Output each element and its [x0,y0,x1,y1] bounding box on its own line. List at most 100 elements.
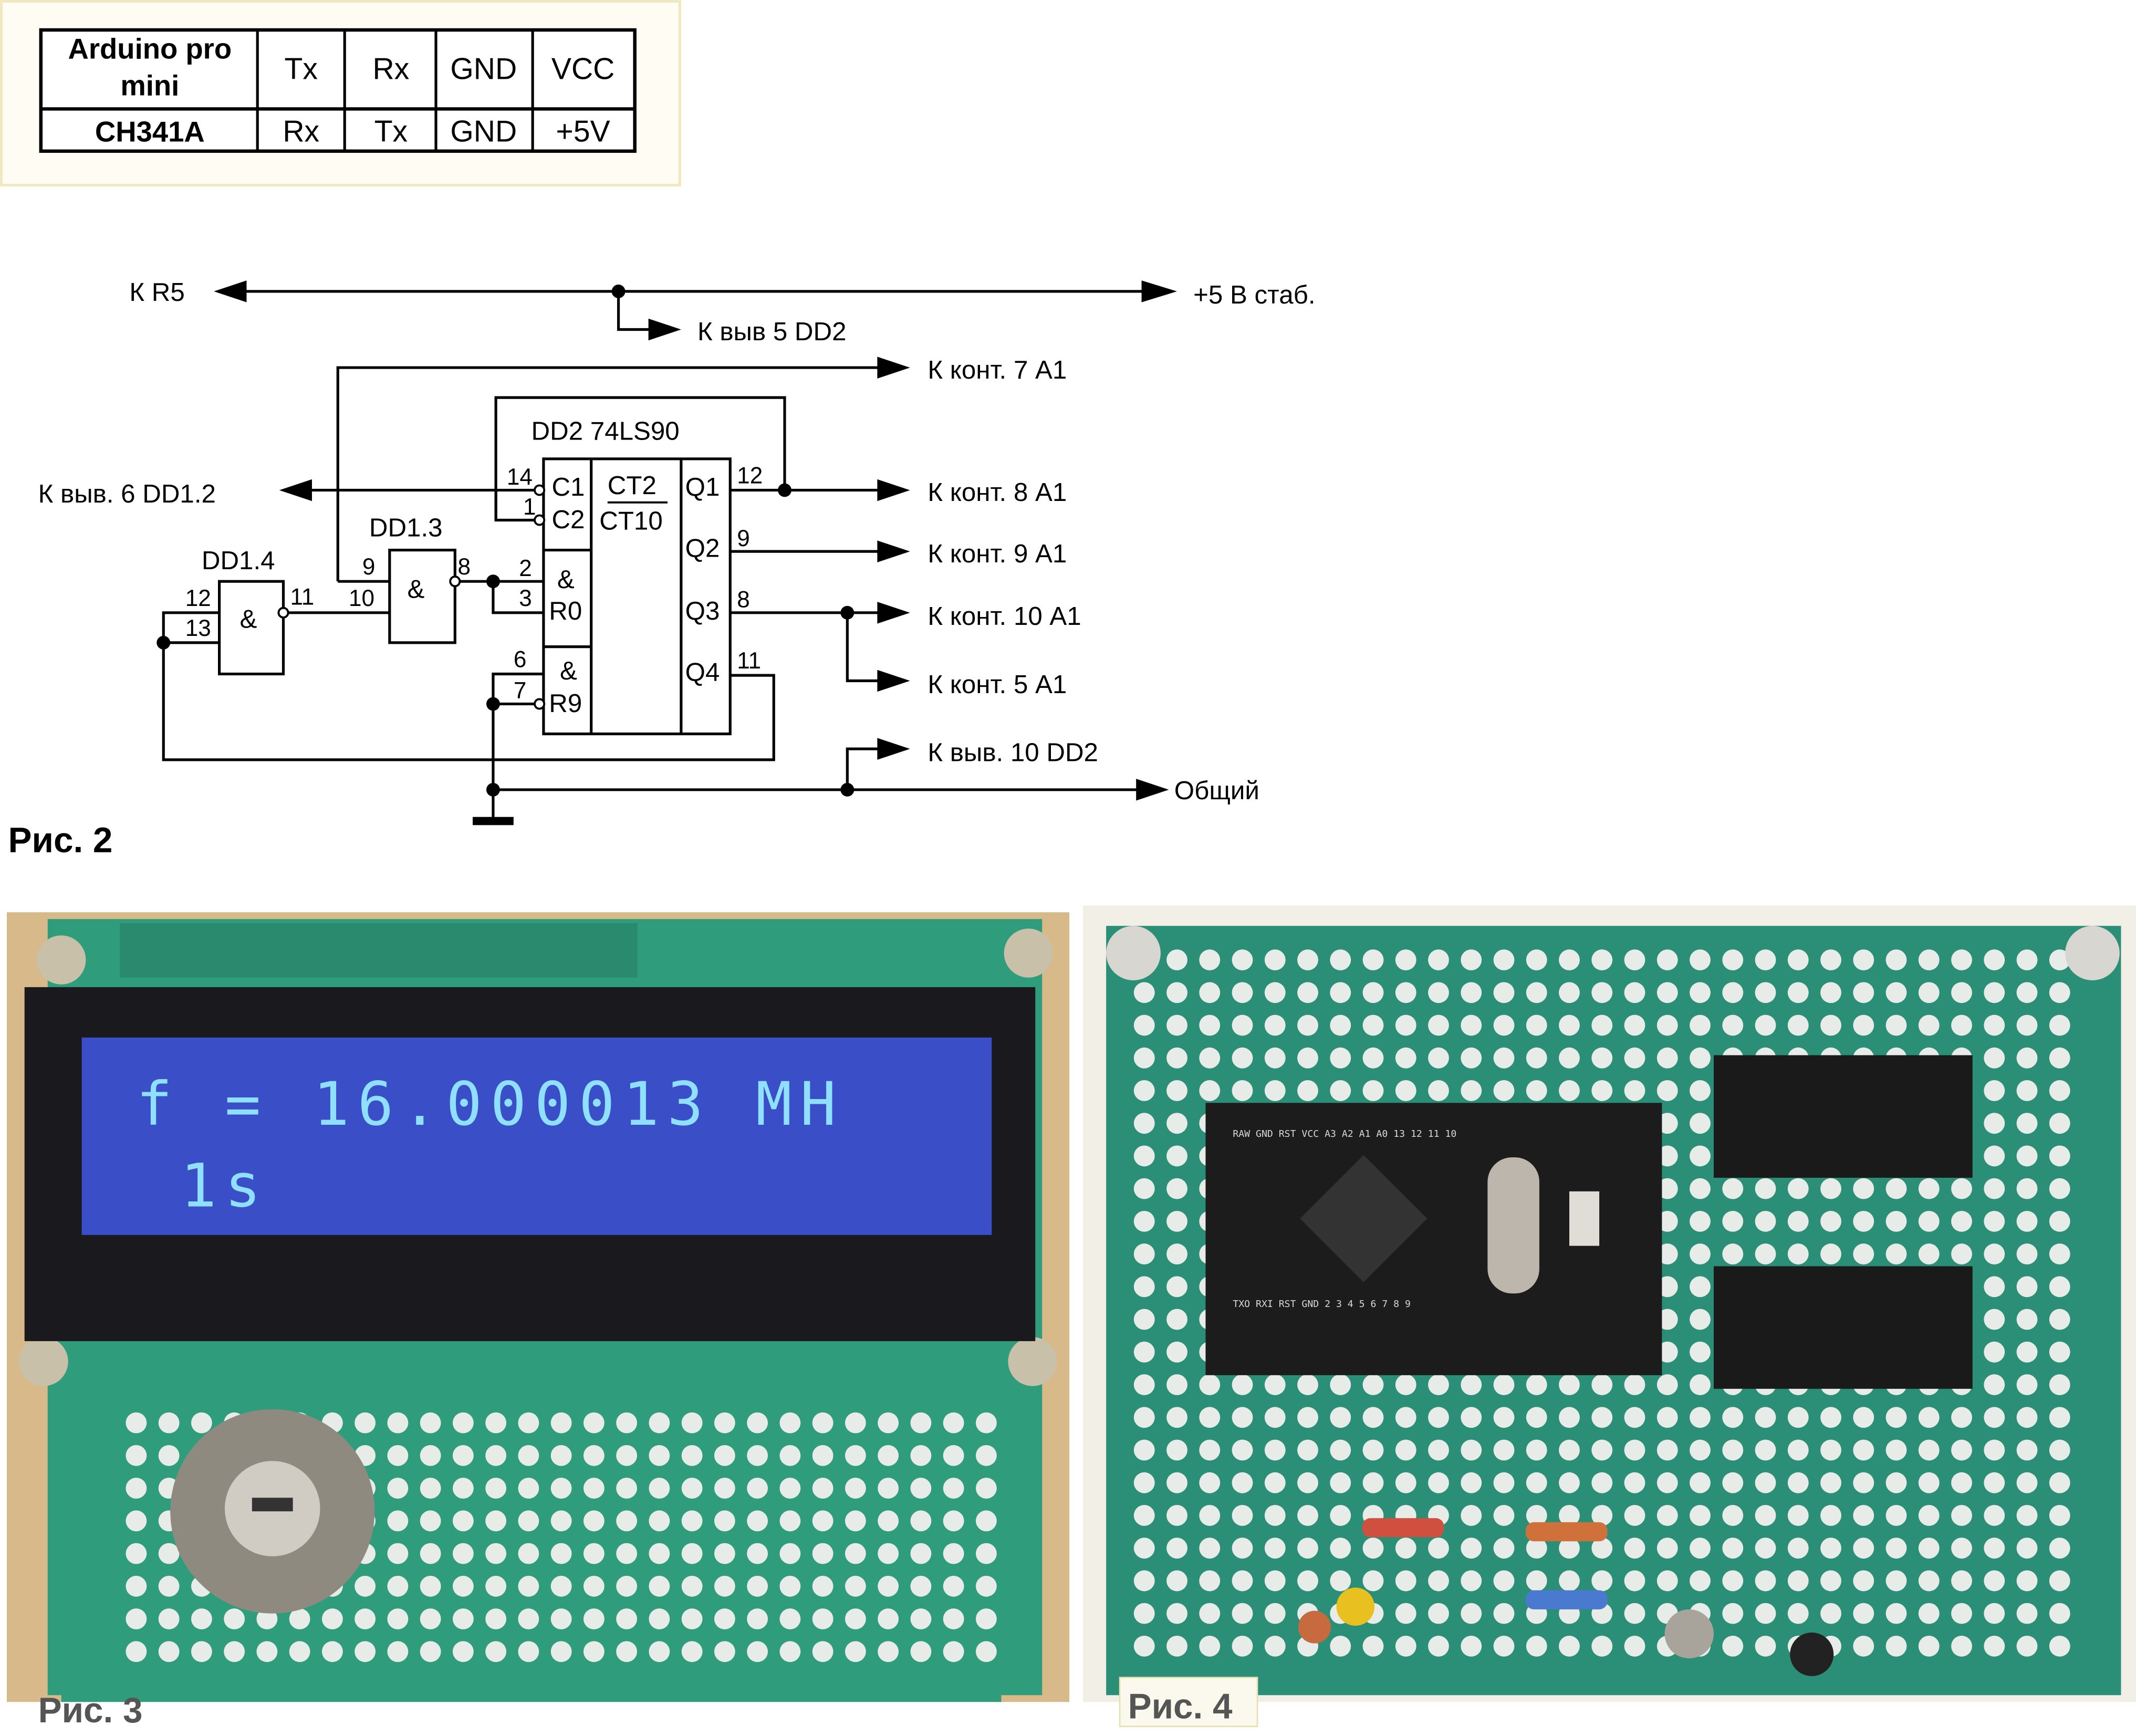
perfboard-hole [1885,1505,1907,1526]
perfboard-hole [2016,1603,2038,1624]
perfboard-hole [1199,1603,1221,1624]
perfboard-hole [1624,949,1645,970]
perfboard-hole [1133,1080,1155,1101]
perfboard-hole [1461,1407,1482,1428]
label-to-pin6-dd12: К выв. 6 DD1.2 [38,479,216,508]
perfboard-hole [943,1641,964,1662]
perfboard-hole [845,1478,866,1499]
perfboard-hole [1690,1047,1711,1069]
perfboard-hole [1918,1472,1940,1493]
perfboard-hole [2016,1439,2038,1461]
perfboard-hole [158,1575,180,1597]
perfboard-hole [1624,1439,1645,1461]
perfboard-hole [1362,982,1384,1003]
perfboard-hole [1656,949,1678,970]
dd1-4-nand-gate: DD1.4 & 12 13 11 [185,546,314,676]
perfboard-hole [1820,1439,1841,1461]
perfboard-hole [1461,1538,1482,1559]
perfboard-hole [2016,1570,2038,1592]
pin-14: 14 [507,464,533,490]
perfboard-hole [649,1445,670,1466]
perfboard-hole [452,1543,474,1564]
perfboard-hole [485,1412,507,1434]
perfboard-hole [355,1641,376,1662]
perfboard-hole [1362,1570,1384,1592]
perfboard-hole [1133,1341,1155,1363]
perfboard-hole [1199,1472,1221,1493]
perfboard-hole [975,1641,997,1662]
perfboard-hole [1755,1210,1776,1232]
perfboard-hole [1133,1047,1155,1069]
perfboard-hole [1951,1178,1972,1199]
reset-button [1569,1191,1600,1246]
perfboard-hole [420,1641,441,1662]
perfboard-hole [1559,1635,1580,1657]
perfboard-hole [1330,1080,1351,1101]
perfboard-hole [1264,1472,1286,1493]
perfboard-hole [1199,982,1221,1003]
perfboard-hole [1232,1538,1253,1559]
perfboard-hole [714,1641,735,1662]
perfboard-hole [1755,1635,1776,1657]
table-cell: VCC [551,52,614,86]
arrow-right-icon [1141,280,1177,302]
perfboard-hole [1722,1243,1744,1265]
perfboard-hole [1493,1407,1515,1428]
perfboard-hole [1722,1015,1744,1036]
perfboard-hole [1199,1439,1221,1461]
perfboard-hole [779,1510,801,1532]
perfboard-hole [779,1478,801,1499]
perfboard-hole [1984,1570,2005,1592]
perfboard-hole [550,1510,572,1532]
perfboard-hole [126,1543,147,1564]
perfboard-hole [1624,1047,1645,1069]
perfboard-hole [1690,1210,1711,1232]
perfboard-hole [1984,1603,2005,1624]
perfboard-hole [1330,1538,1351,1559]
perfboard-hole [1166,1570,1187,1592]
perfboard-hole [1690,1113,1711,1134]
perfboard-hole [1133,982,1155,1003]
perfboard-hole [681,1478,703,1499]
perfboard-hole [812,1641,833,1662]
perfboard-hole [1853,1178,1874,1199]
perfboard-hole [649,1543,670,1564]
perfboard-hole [747,1641,768,1662]
perfboard-hole [1722,1407,1744,1428]
perfboard-hole [1624,1015,1645,1036]
perfboard-hole [1264,982,1286,1003]
perfboard-hole [1885,982,1907,1003]
perfboard-hole [1362,949,1384,970]
perfboard-hole [1984,949,2005,970]
perfboard-hole [1984,1080,2005,1101]
perfboard-hole [1264,1505,1286,1526]
arrow-right-icon [877,479,910,501]
perfboard-hole [1330,1635,1351,1657]
arduino-pro-mini-board: RAW GND RST VCC A3 A2 A1 A0 13 12 11 10 … [1205,1103,1662,1375]
perfboard-hole [1951,1015,1972,1036]
perfboard-hole [550,1575,572,1597]
perfboard-hole [1362,1472,1384,1493]
perfboard-hole [747,1575,768,1597]
perfboard-hole [845,1412,866,1434]
perfboard-hole [1984,1374,2005,1395]
perfboard-hole [1591,949,1613,970]
perfboard-hole [1591,1047,1613,1069]
perfboard-hole [583,1641,605,1662]
perfboard-hole [845,1510,866,1532]
perfboard-hole [1820,1505,1841,1526]
perfboard-hole [2049,1635,2070,1657]
perfboard-hole [1264,1635,1286,1657]
perfboard-hole [812,1445,833,1466]
perfboard-hole [845,1575,866,1597]
perfboard-hole [452,1575,474,1597]
perfboard-hole [2049,1341,2070,1363]
perfboard-hole [1461,1080,1482,1101]
perfboard-hole [681,1641,703,1662]
perfboard-hole [616,1641,638,1662]
dd2-q3: Q3 [685,597,720,625]
perfboard-hole [878,1641,899,1662]
perfboard-hole [321,1608,343,1629]
perfboard-hole [975,1543,997,1564]
perfboard-hole [1232,1407,1253,1428]
